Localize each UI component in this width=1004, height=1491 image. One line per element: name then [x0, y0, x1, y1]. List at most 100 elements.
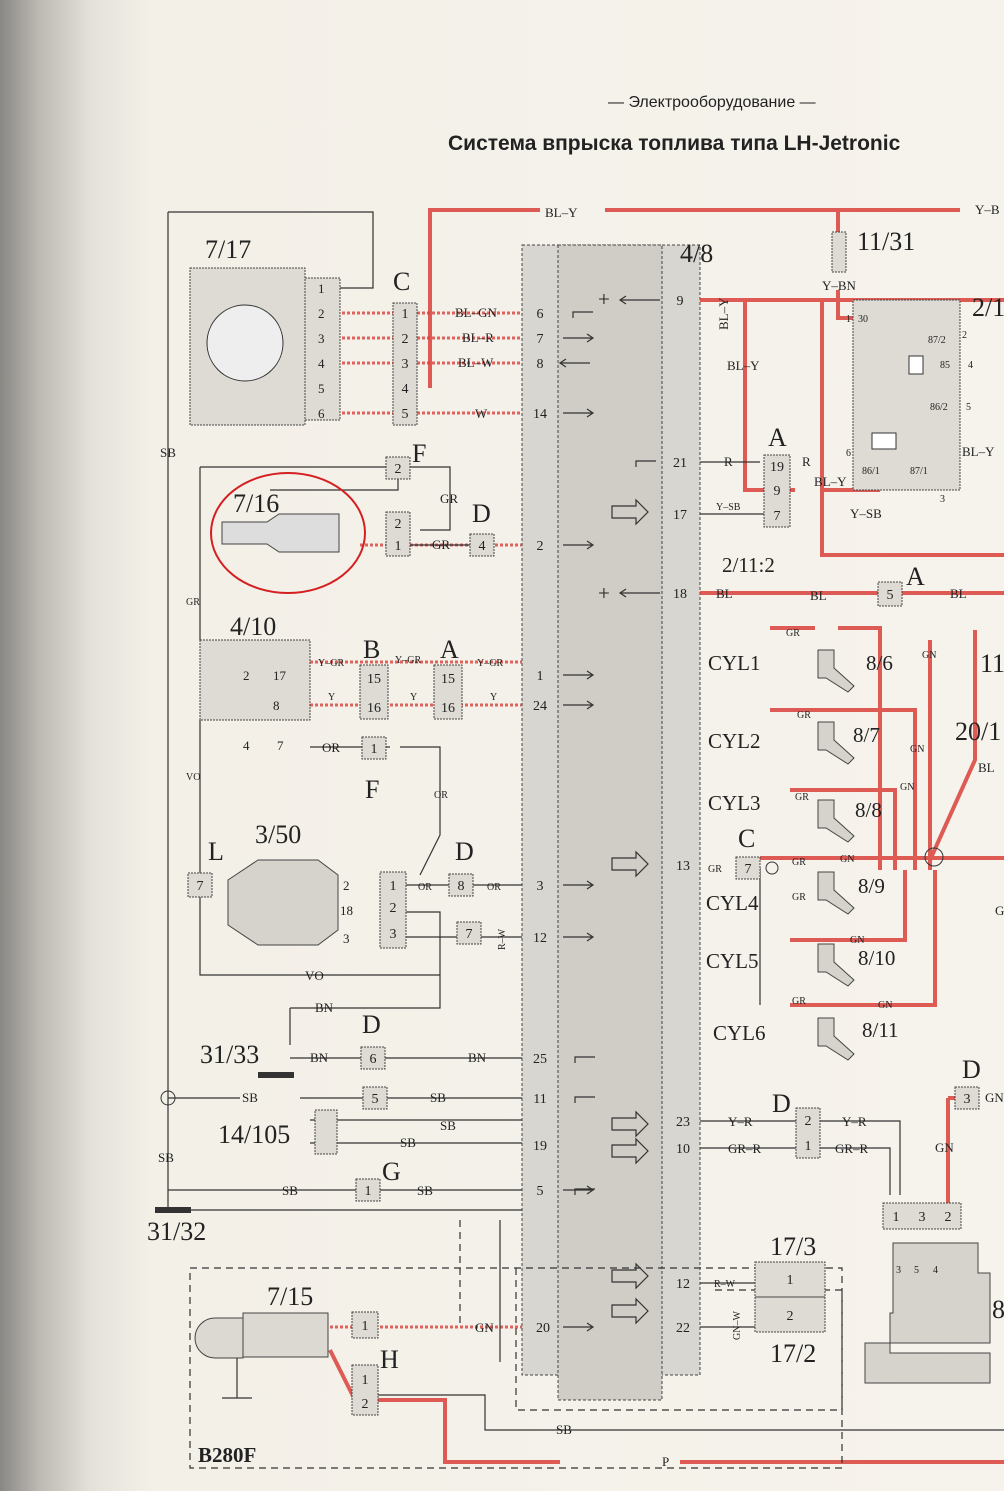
cyl-label: CYL4 [706, 891, 759, 915]
connector-3-50 [379, 871, 407, 949]
injector-icon [817, 799, 855, 843]
pin: 1 [787, 1273, 794, 1288]
pin: 3 [343, 931, 350, 946]
ecu-left-pins: 6 7 8 14 2 1 24 3 12 25 11 19 5 20 [533, 307, 550, 1336]
pin: 4 [402, 382, 409, 397]
idle-valve-connector [882, 1202, 962, 1230]
pin: 7 [745, 862, 752, 877]
relay-2-1 [852, 299, 961, 491]
pin: 2 [395, 462, 402, 477]
relay-pins: 1 30 2 87/2 85 4 86/2 5 6 86/1 87/1 3 [846, 314, 973, 505]
plus-sign: + [598, 581, 610, 605]
idle-valve-pins: 3 5 4 [896, 1265, 938, 1276]
ecu-body [557, 244, 663, 1401]
pin: 3 [940, 494, 945, 505]
wire-label: GR [792, 892, 806, 903]
wire-label: Y–SB [850, 506, 882, 521]
ecu-pin: 17 [673, 508, 687, 523]
throttle-switch-3-50-icon [227, 859, 339, 946]
connector-label: H [380, 1345, 399, 1374]
pin: 7 [197, 879, 204, 894]
wire-labels-left: BL–Y BL–GN BL–R BL–W W SB GR GR GR Y–GR … [158, 205, 669, 1469]
pin: 6 [318, 406, 325, 421]
ecu-pin: 12 [533, 931, 547, 946]
ecu-pin: 6 [537, 307, 544, 322]
ecu-pin: 24 [533, 699, 547, 714]
wire-label: SB [556, 1422, 572, 1437]
pin: 1 [805, 1139, 812, 1154]
cyl-label: CYL1 [708, 651, 761, 675]
wire-label: R–W [497, 928, 508, 950]
pin: 1 [390, 879, 397, 894]
connector-label: D [472, 499, 491, 528]
ground-icon [155, 1207, 191, 1213]
label-20-1: 20/1 [955, 717, 1001, 746]
connector-label: D [455, 837, 474, 866]
pins-7-17: 1 2 3 4 5 6 [318, 281, 325, 421]
wire-label: SB [440, 1118, 456, 1133]
connector-label: C [393, 267, 410, 296]
label-8: 8 [992, 1295, 1004, 1324]
pin: 4 [479, 539, 486, 554]
pin: 2 [318, 306, 325, 321]
component-4-10 [199, 639, 311, 721]
injector-label: 8/6 [866, 651, 893, 675]
pin: 17 [273, 668, 287, 683]
pin: 1 [371, 742, 378, 757]
injector-icon [817, 1017, 855, 1061]
idle-valve-icon [864, 1242, 991, 1384]
wire-label: Y–R [728, 1114, 753, 1129]
cyl-label: CYL6 [713, 1021, 766, 1045]
wire-label: GR [792, 996, 806, 1007]
wire-label: GR [795, 792, 809, 803]
wire-label: BL [978, 760, 995, 775]
pin: 2 [395, 517, 402, 532]
pin: 1 [402, 307, 409, 322]
temp-sensor-7-16-icon [221, 513, 340, 553]
wire-label: GR [432, 537, 450, 552]
connector-label: A [906, 562, 925, 591]
ecu-right-pins: 9 21 17 18 13 23 10 12 22 + + [598, 287, 690, 1336]
label-2-1: 2/1 [972, 293, 1004, 322]
connector-D-box [954, 1086, 980, 1110]
injectors: CYL1 8/6 CYL2 8/7 CYL3 8/8 C 7 CYL4 8/9 … [706, 649, 899, 1061]
wire-label: BL–W [458, 355, 494, 370]
pin: 30 [858, 314, 868, 325]
connector-label: A [768, 423, 787, 452]
pin: 16 [441, 701, 455, 716]
wire-label: BL–Y [545, 205, 578, 220]
ground-icon [258, 1072, 294, 1078]
ecu-pin: 8 [537, 357, 544, 372]
pin: 3 [896, 1265, 901, 1276]
wire-label: GR [792, 857, 806, 868]
wire-label: OR [434, 790, 448, 801]
fuse-11-31 [831, 231, 847, 273]
splice-icon [160, 1090, 176, 1106]
wire-label: Y–GR [477, 658, 503, 669]
diagram-title: Система впрыска топлива типа LH-Jetronic [448, 132, 901, 155]
pin: 5 [402, 407, 409, 422]
relay-coil-icon [871, 432, 897, 450]
wire-label: GR [440, 491, 458, 506]
pin: 19 [770, 460, 784, 475]
pin: 4 [968, 360, 973, 371]
injector-label: 8/9 [858, 874, 885, 898]
injector-icon [817, 871, 855, 915]
component-14-105 [314, 1109, 338, 1155]
pin: 2 [805, 1114, 812, 1129]
ecu-pin: 5 [537, 1184, 544, 1199]
connector-D-box [469, 533, 495, 557]
wire-label: SB [430, 1090, 446, 1105]
pin: 2 [362, 1397, 369, 1412]
connector-F-box [385, 456, 411, 480]
wire-label: GR [708, 864, 722, 875]
wire-label: R–W [714, 1279, 736, 1290]
pin: 4 [318, 356, 325, 371]
highlight-circle-7-16 [210, 472, 366, 594]
pin: 4 [933, 1265, 938, 1276]
wire-label: GN [850, 935, 864, 946]
pin: 2 [390, 901, 397, 916]
splice-icon [765, 861, 779, 875]
wire-label: GN [840, 854, 854, 865]
ecu-pin: 11 [533, 1092, 546, 1107]
